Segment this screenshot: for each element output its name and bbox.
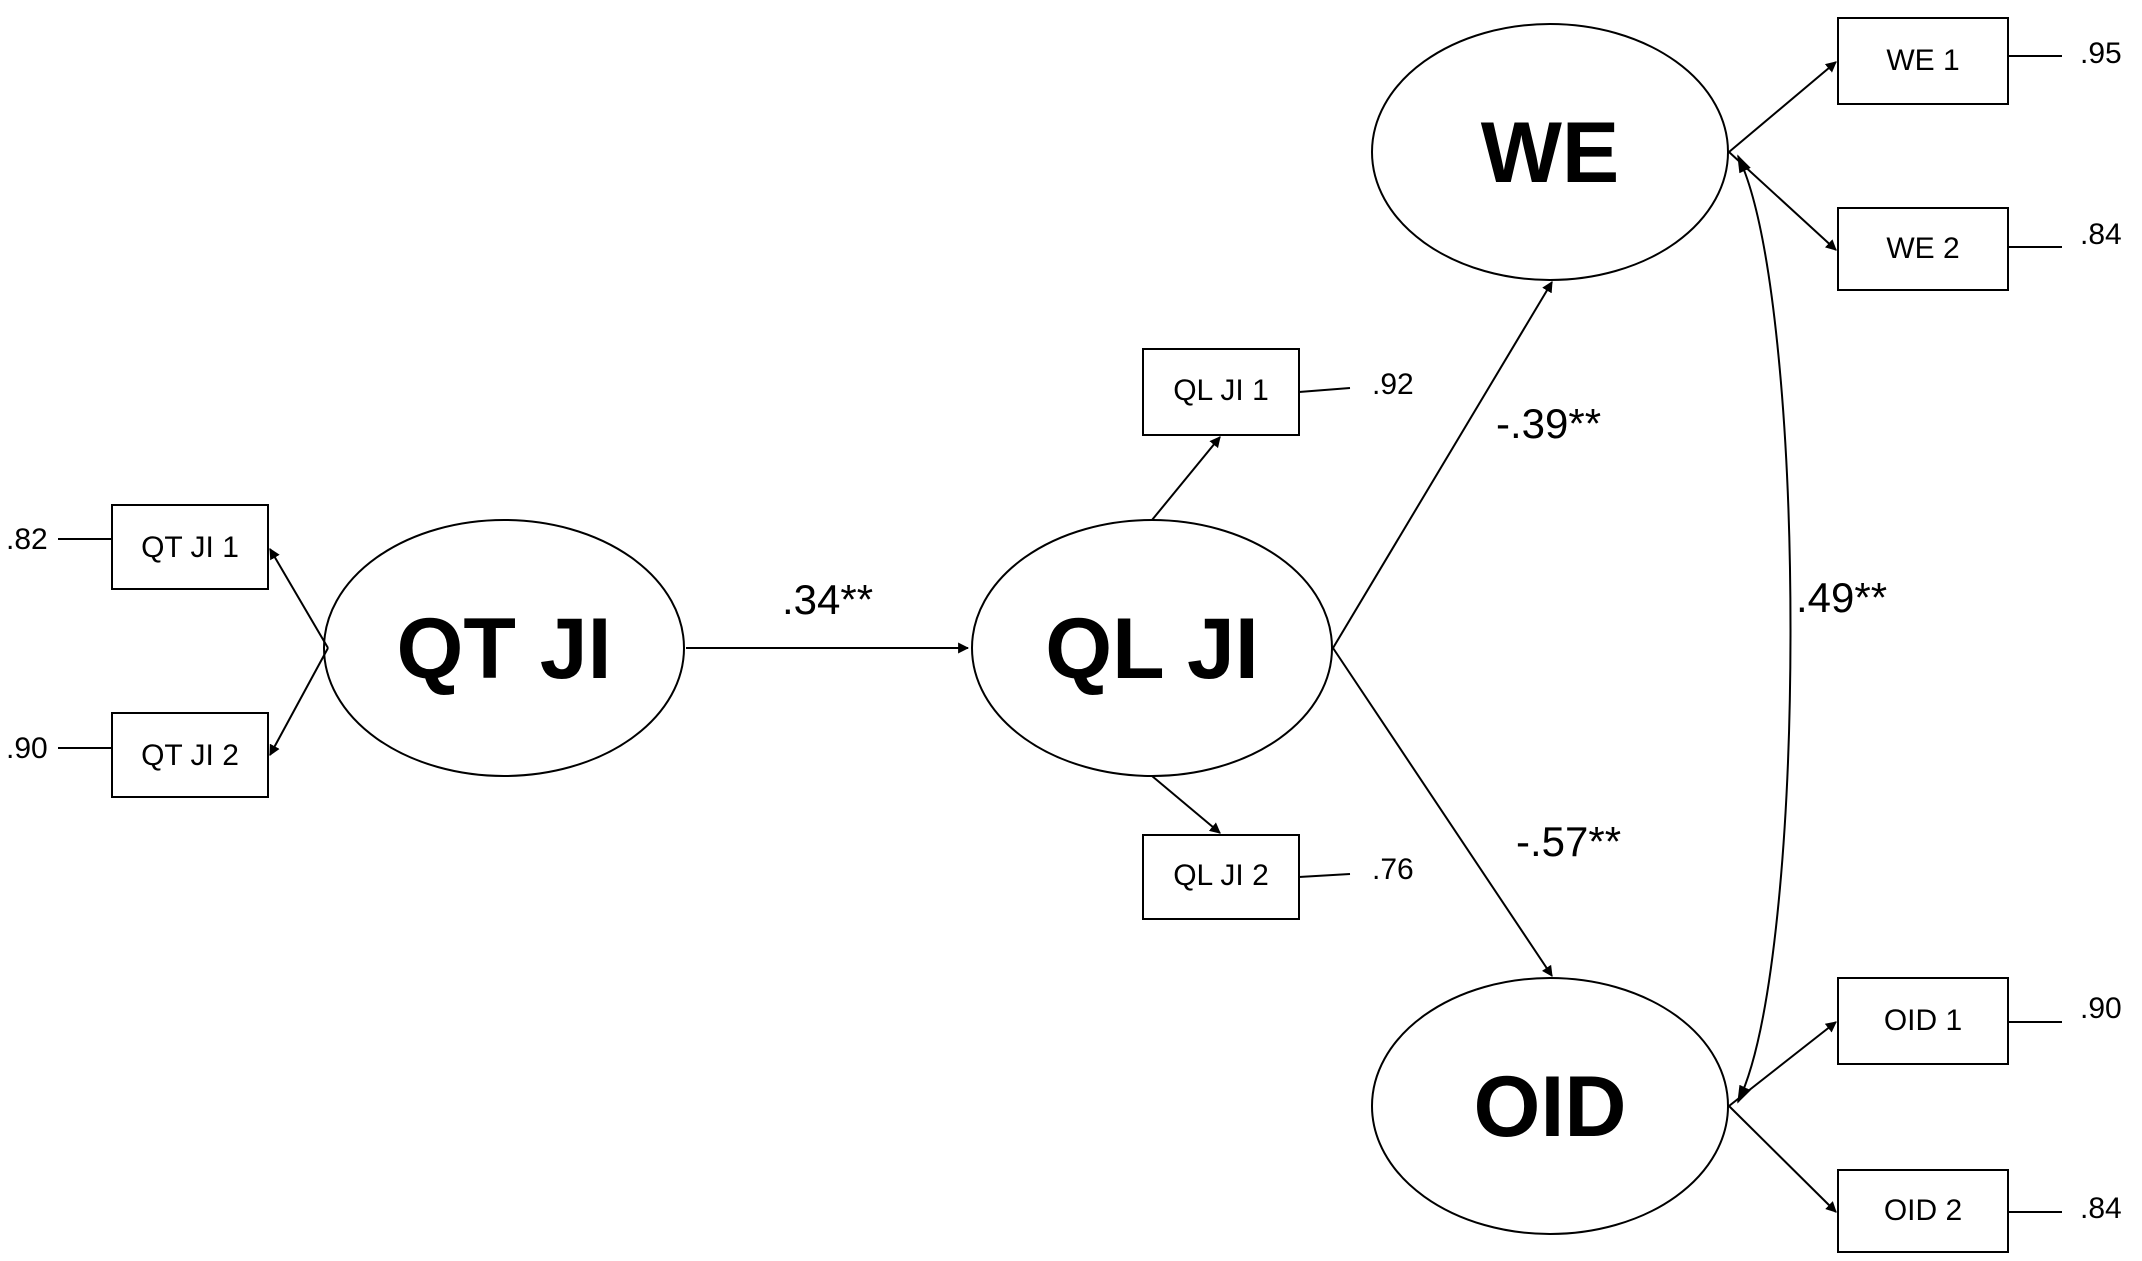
- arrow-qlji-to-qlji2: [1151, 775, 1221, 834]
- loading-qlji1: .92: [1372, 368, 1414, 401]
- latent-we-ellipse: [1371, 23, 1729, 281]
- arrow-oid-to-oid1: [1728, 1021, 1837, 1107]
- latent-oid-ellipse: [1371, 977, 1729, 1235]
- indicator-qlji1-label: QL JI 1: [1173, 374, 1269, 407]
- indicator-qtji2-box: [111, 712, 269, 798]
- error-line-qlji1: [1298, 387, 1351, 393]
- arrow-qtji-to-qtji1: [269, 548, 329, 649]
- indicator-oid2-label: OID 2: [1884, 1194, 1962, 1227]
- loading-qtji1: .82: [6, 523, 48, 556]
- path-label-qlji-oid: -.57**: [1516, 818, 1621, 865]
- latent-qlji-label: QL JI: [1045, 601, 1259, 697]
- arrow-qlji-to-qlji1: [1151, 436, 1221, 521]
- error-line-qlji2: [1298, 873, 1351, 878]
- indicator-we2-label: WE 2: [1886, 232, 1959, 265]
- latent-oid-label: OID: [1474, 1059, 1627, 1155]
- indicator-qtji1-box: [111, 504, 269, 590]
- loading-we1: .95: [2080, 37, 2122, 70]
- arrow-we-to-we1: [1728, 61, 1837, 153]
- arrow-qtji-to-qtji2: [269, 647, 329, 756]
- arrow-we-to-we2: [1728, 151, 1837, 251]
- correlation-we-oid: [1737, 154, 1792, 1104]
- loading-qlji2: .76: [1372, 853, 1414, 886]
- path-qlji-to-we: [1332, 281, 1553, 649]
- indicator-we1-label: WE 1: [1886, 44, 1959, 77]
- latent-we-label: WE: [1481, 105, 1620, 201]
- indicator-qtji2-label: QT JI 2: [141, 739, 239, 772]
- indicator-oid1-label: OID 1: [1884, 1004, 1962, 1037]
- path-qlji-to-oid: [1332, 647, 1553, 977]
- arrow-oid-to-oid2: [1728, 1105, 1837, 1213]
- indicator-we2-box: [1837, 207, 2009, 291]
- path-label-qtji-qlji: .34**: [782, 576, 873, 623]
- latent-qtji-ellipse: [323, 519, 685, 777]
- latent-qtji-label: QT JI: [396, 601, 611, 697]
- path-label-we-oid: .49**: [1796, 574, 1887, 621]
- path-label-qlji-we: -.39**: [1496, 400, 1601, 447]
- indicator-qtji1-label: QT JI 1: [141, 531, 239, 564]
- loading-we2: .84: [2080, 218, 2122, 251]
- loading-oid1: .90: [2080, 992, 2122, 1025]
- indicator-we1-box: [1837, 17, 2009, 105]
- loading-qtji2: .90: [6, 732, 48, 765]
- indicator-qlji2-label: QL JI 2: [1173, 859, 1269, 892]
- loading-oid2: .84: [2080, 1192, 2122, 1225]
